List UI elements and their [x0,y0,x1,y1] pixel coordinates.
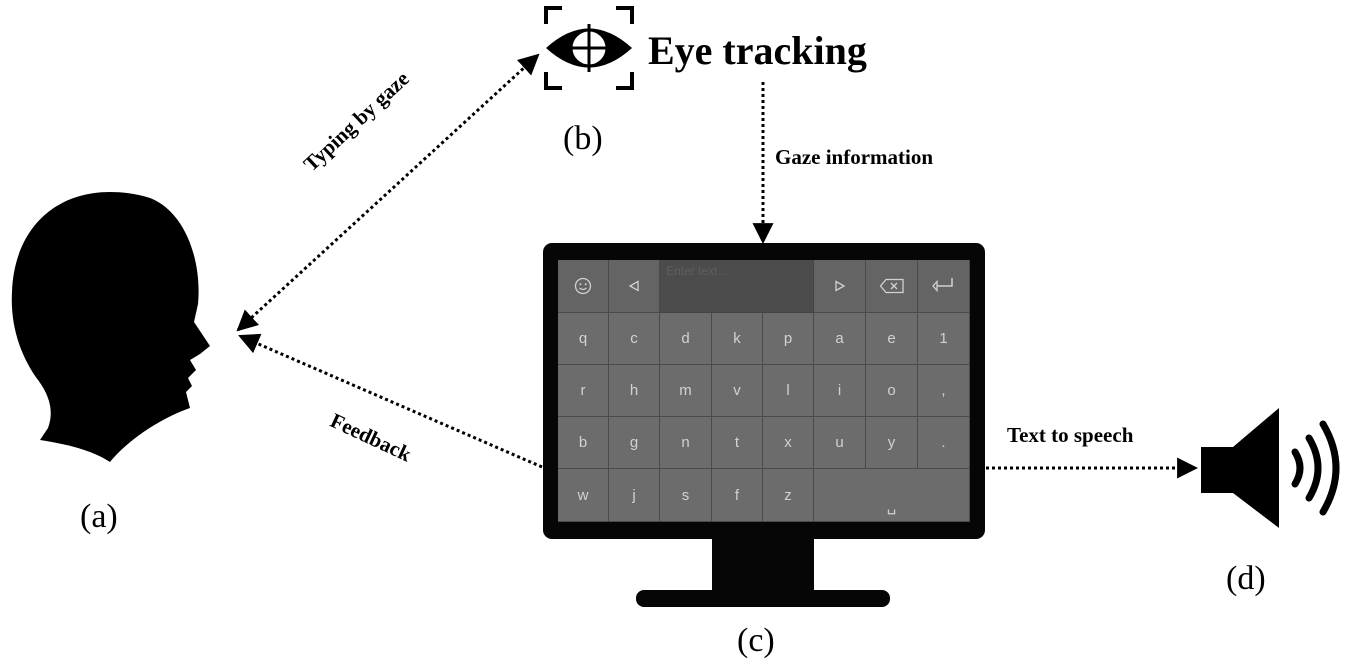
key-r0-c4[interactable]: p [763,313,814,365]
backspace-icon [879,278,904,294]
speaker-icon [1201,408,1340,528]
key-r3-c2[interactable]: s [660,469,712,522]
key-r1-c0[interactable]: r [558,365,609,417]
key-r2-c7[interactable]: . [918,417,970,469]
cursor-right-key[interactable] [814,260,866,313]
key-r3-c1[interactable]: j [609,469,660,522]
enter-key[interactable] [918,260,970,313]
key-r3-c4[interactable]: z [763,469,814,522]
key-r2-c1[interactable]: g [609,417,660,469]
key-r1-c1[interactable]: h [609,365,660,417]
user-label: (a) [80,498,118,535]
cursor-left-key[interactable] [609,260,660,313]
backspace-key[interactable] [866,260,918,313]
emoji-icon [574,277,592,295]
key-r0-c3[interactable]: k [712,313,763,365]
key-r2-c5[interactable]: u [814,417,866,469]
emoji-key[interactable] [558,260,609,313]
key-r0-c1[interactable]: c [609,313,660,365]
left-arrow-icon [628,280,639,292]
monitor-neck [712,538,814,594]
key-r0-c6[interactable]: e [866,313,918,365]
monitor: Enter text... q c [543,243,985,539]
key-r0-c2[interactable]: d [660,313,712,365]
key-r2-c2[interactable]: n [660,417,712,469]
key-r1-c3[interactable]: v [712,365,763,417]
key-r2-c3[interactable]: t [712,417,763,469]
key-r2-c4[interactable]: x [763,417,814,469]
key-r1-c7[interactable]: , [918,365,970,417]
key-r1-c6[interactable]: o [866,365,918,417]
text-to-speech-label: Text to speech [1007,423,1134,447]
eye-tracker-label: (b) [563,120,603,157]
key-r1-c4[interactable]: l [763,365,814,417]
enter-icon [931,278,953,293]
speaker-label: (d) [1226,560,1266,597]
typing-by-gaze-arrow [236,53,540,332]
key-r2-c0[interactable]: b [558,417,609,469]
gaze-keyboard: Enter text... q c [558,260,970,522]
key-r3-c0[interactable]: w [558,469,609,522]
eye-tracking-icon [544,6,634,90]
monitor-base [636,590,890,607]
eye-tracking-title: Eye tracking [648,28,867,73]
key-r0-c0[interactable]: q [558,313,609,365]
key-r2-c6[interactable]: y [866,417,918,469]
right-arrow-icon [834,280,845,292]
text-input-placeholder: Enter text... [666,264,728,278]
space-key[interactable]: ␣ [814,469,970,522]
key-r3-c3[interactable]: f [712,469,763,522]
key-r0-c5[interactable]: a [814,313,866,365]
key-r1-c5[interactable]: i [814,365,866,417]
key-r1-c2[interactable]: m [660,365,712,417]
feedback-arrow [238,333,543,469]
display-label: (c) [737,622,775,659]
gaze-information-label: Gaze information [775,145,934,169]
head-silhouette-icon [11,192,211,462]
key-r0-c7[interactable]: 1 [918,313,970,365]
text-input-field[interactable]: Enter text... [660,260,814,313]
